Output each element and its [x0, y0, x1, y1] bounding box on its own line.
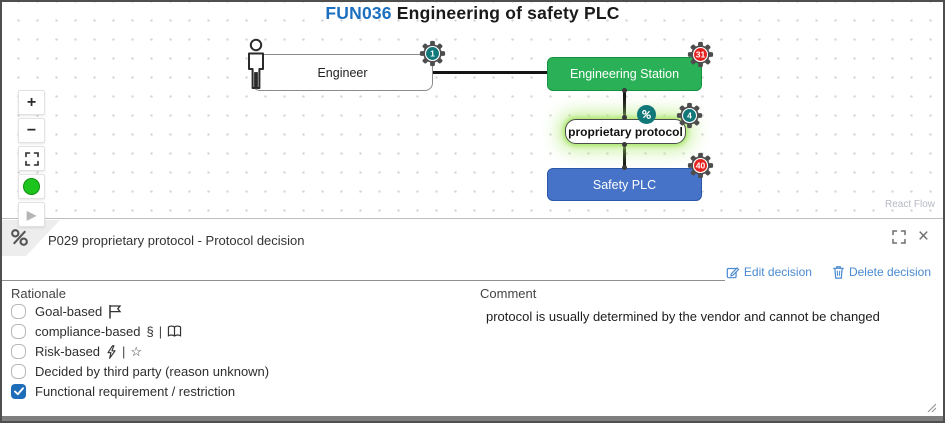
expand-panel-button[interactable] [892, 230, 906, 244]
node-label: Engineering Station [569, 67, 680, 81]
flag-icon [109, 305, 122, 319]
edit-pencil-icon [726, 267, 740, 279]
option-label: Risk-based | ☆ [35, 343, 143, 360]
option-compliance-based[interactable]: compliance-based § | [11, 324, 269, 339]
zoom-out-button[interactable]: − [18, 118, 45, 143]
badge-count: 4 [687, 111, 692, 121]
play-button[interactable]: ▶ [18, 202, 45, 227]
node-safety-plc[interactable]: Safety PLC 40 [547, 152, 714, 201]
option-label: Decided by third party (reason unknown) [35, 364, 270, 379]
decision-badge-icon[interactable] [637, 105, 656, 124]
pipe-separator: | [158, 324, 163, 339]
option-label: Goal-based [35, 304, 122, 319]
diagram-canvas[interactable]: FUN036 Engineering of safety PLC + − ▶ E… [2, 2, 943, 227]
comment-text: protocol is usually determined by the ve… [486, 309, 880, 324]
node-label: Engineer [317, 65, 368, 80]
delete-decision-link[interactable]: Delete decision [832, 265, 931, 279]
fit-view-icon [24, 151, 39, 166]
edge-engineer-station[interactable] [433, 71, 548, 74]
option-functional-requirement[interactable]: Functional requirement / restriction [11, 384, 269, 399]
decision-icon [11, 229, 28, 246]
decision-detail-panel: P029 proprietary protocol - Protocol dec… [2, 220, 943, 418]
resize-grip[interactable] [926, 402, 936, 412]
status-green-dot-icon [23, 178, 40, 195]
connection-handle[interactable] [622, 115, 627, 120]
check-icon [13, 387, 24, 396]
panel-title: P029 proprietary protocol - Protocol dec… [48, 233, 305, 248]
node-engineer[interactable]: Engineer 1 [248, 38, 446, 91]
badge-count: 31 [696, 50, 706, 60]
option-third-party[interactable]: Decided by third party (reason unknown) [11, 364, 269, 379]
connection-handle[interactable] [622, 165, 627, 170]
gear-badge-icon[interactable]: 4 [676, 102, 703, 129]
badge-count: 40 [696, 161, 706, 171]
connection-handle[interactable] [622, 142, 627, 147]
node-engineering-station[interactable]: Engineering Station 31 [547, 41, 714, 91]
section-sign-icon: § [146, 324, 154, 339]
option-goal-based[interactable]: Goal-based [11, 304, 269, 319]
lightning-icon [107, 344, 116, 359]
option-label: Functional requirement / restriction [35, 384, 236, 399]
checkbox-checked[interactable] [11, 384, 26, 399]
checkbox-unchecked[interactable] [11, 324, 26, 339]
fit-view-button[interactable] [18, 146, 45, 171]
checkbox-unchecked[interactable] [11, 364, 26, 379]
window-bottom-edge [2, 416, 943, 421]
edit-decision-link[interactable]: Edit decision [726, 265, 812, 279]
status-button[interactable] [18, 174, 45, 199]
header-divider [2, 280, 725, 281]
rationale-options: Goal-based compliance-based § | [11, 304, 269, 399]
close-icon: × [917, 226, 929, 247]
diagram-title: FUN036 Engineering of safety PLC [2, 3, 943, 24]
checkbox-unchecked[interactable] [11, 304, 26, 319]
gear-badge-icon[interactable]: 1 [419, 40, 446, 67]
decision-actions: Edit decision Delete decision [719, 265, 931, 279]
rationale-label: Rationale [11, 286, 66, 301]
function-title: Engineering of safety PLC [391, 3, 620, 23]
canvas-controls: + − ▶ [18, 90, 45, 227]
pipe-separator: | [122, 344, 126, 359]
trash-icon [833, 266, 844, 279]
book-icon [168, 325, 182, 337]
function-code: FUN036 [325, 3, 392, 23]
comment-label: Comment [480, 286, 537, 301]
node-proprietary-protocol[interactable]: proprietary protocol 4 [565, 102, 703, 144]
play-icon: ▶ [26, 207, 37, 222]
zoom-in-button[interactable]: + [18, 90, 45, 115]
react-flow-attribution[interactable]: React Flow [884, 199, 935, 210]
option-label: compliance-based § | [35, 324, 182, 339]
node-label: proprietary protocol [568, 124, 683, 139]
node-label: Safety PLC [592, 177, 657, 192]
expand-icon [892, 230, 906, 244]
person-icon [248, 38, 264, 89]
badge-count: 1 [430, 49, 435, 59]
checkbox-unchecked[interactable] [11, 344, 26, 359]
option-risk-based[interactable]: Risk-based | ☆ [11, 344, 269, 359]
gear-badge-icon[interactable]: 31 [687, 41, 714, 68]
connection-handle[interactable] [622, 88, 627, 93]
gear-badge-icon[interactable]: 40 [687, 152, 714, 179]
close-panel-button[interactable]: × [917, 226, 929, 247]
star-icon: ☆ [130, 343, 143, 359]
